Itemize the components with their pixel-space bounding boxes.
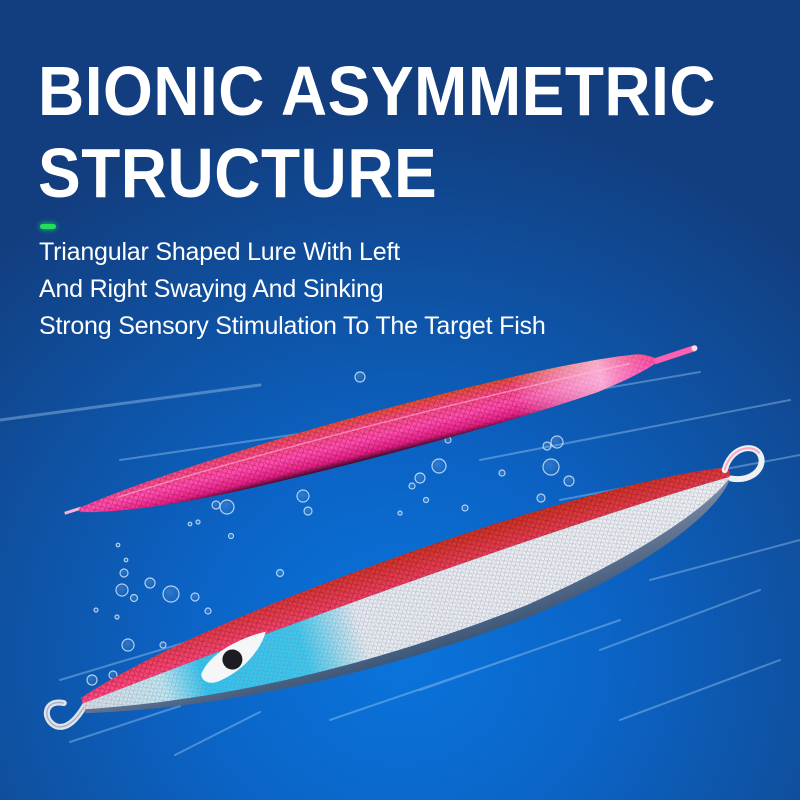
pink-lure bbox=[64, 345, 698, 515]
headline: BIONIC ASYMMETRIC STRUCTURE bbox=[38, 50, 716, 214]
feature-description: Triangular Shaped Lure With Left And Rig… bbox=[39, 234, 546, 345]
red-silver-lure bbox=[43, 445, 765, 730]
headline-line-2: STRUCTURE bbox=[38, 134, 438, 212]
lure-eye bbox=[201, 631, 266, 683]
accent-bar bbox=[40, 224, 56, 229]
description-line: Strong Sensory Stimulation To The Target… bbox=[39, 312, 546, 340]
description-line: And Right Swaying And Sinking bbox=[39, 275, 384, 303]
headline-line-1: BIONIC ASYMMETRIC bbox=[38, 52, 717, 130]
description-line: Triangular Shaped Lure With Left bbox=[39, 238, 400, 266]
